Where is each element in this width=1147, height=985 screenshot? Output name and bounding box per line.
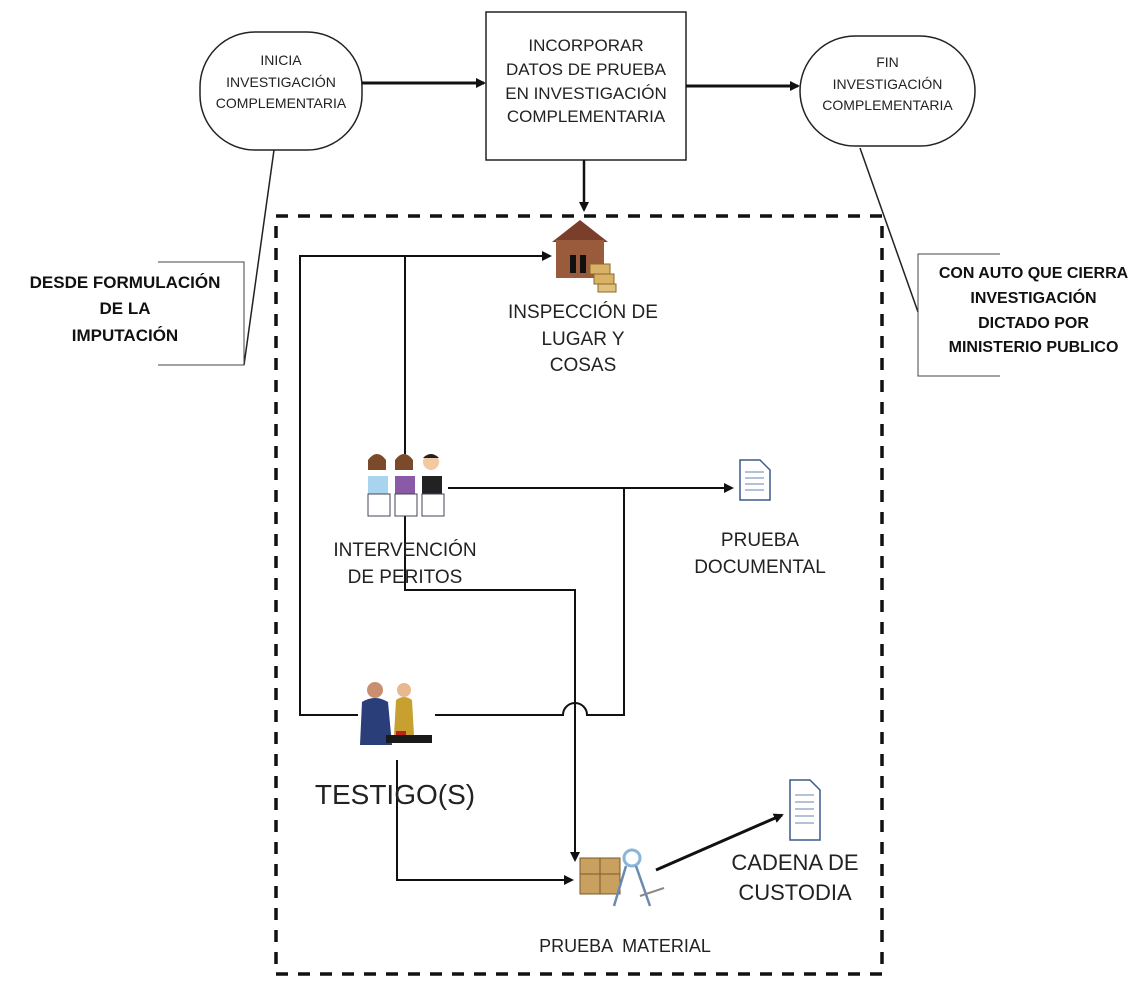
chain-label: CADENA DE CUSTODIA <box>731 850 859 905</box>
document-icon <box>739 459 771 501</box>
inspection-label: INSPECCIÓN DE LUGAR Y COSAS <box>508 302 658 377</box>
left-note-bracket <box>158 261 245 366</box>
house-with-boxes-icon <box>552 220 617 293</box>
start-node-shape <box>199 31 363 151</box>
three-people-icon <box>367 454 445 517</box>
right-note-label: CON AUTO QUE CIERRA INVESTIGACIÓN DICTAD… <box>938 265 1129 357</box>
box-and-tools-icon <box>579 848 665 907</box>
witnesses-label: TESTIGO(S) <box>314 779 476 810</box>
chain-document-icon <box>789 779 821 841</box>
start-node-label: INICIA INVESTIGACIÓN COMPLEMENTARIA <box>215 52 347 112</box>
right-note-connector <box>859 147 919 313</box>
documentary-label: PRUEBA DOCUMENTAL <box>694 530 826 578</box>
experts-label: INTERVENCIÓN DE PERITOS <box>333 540 477 588</box>
material-label: PRUEBA MATERIAL <box>539 936 711 956</box>
end-node-label: FIN INVESTIGACIÓN COMPLEMENTARIA <box>822 54 953 114</box>
right-note-bracket <box>917 253 1000 377</box>
line-material-to-chain <box>655 813 784 872</box>
line-witnesses-to-documentary <box>435 488 625 716</box>
incorporate-node-label: INCORPORAR DATOS DE PRUEBA EN INVESTIGAC… <box>505 36 667 127</box>
two-people-at-table-icon <box>360 682 432 745</box>
end-node-shape <box>799 35 976 147</box>
left-note-label: DESDE FORMULACIÓN DE LA IMPUTACIÓN <box>29 273 221 345</box>
left-note-connector <box>243 149 275 366</box>
incorporate-node-shape <box>485 11 687 161</box>
line-experts-to-material <box>404 490 580 862</box>
line-witnesses-to-inspection <box>299 251 552 716</box>
line-witnesses-to-material <box>396 760 574 885</box>
